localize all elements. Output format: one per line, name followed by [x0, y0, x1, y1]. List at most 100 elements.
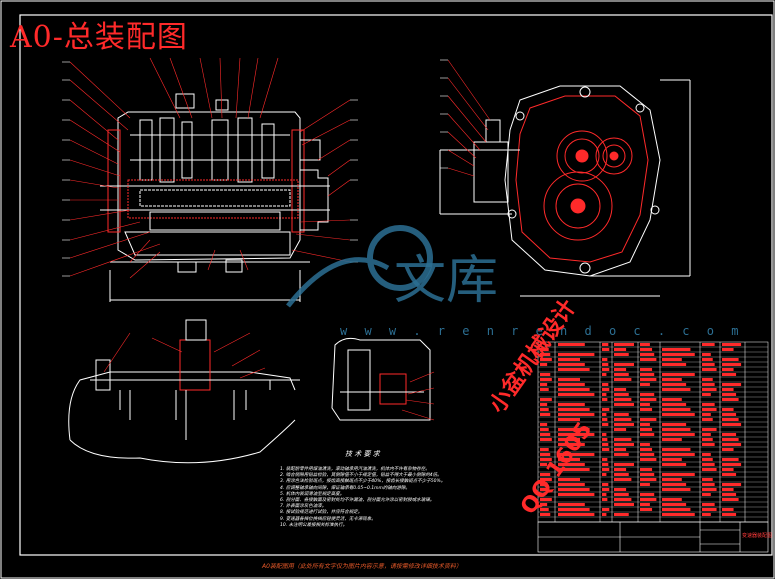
table-cell-entry — [540, 403, 548, 406]
table-cell-entry — [558, 353, 595, 356]
table-cell-entry — [662, 348, 691, 351]
table-cell-entry — [558, 483, 585, 486]
table-cell-entry — [614, 403, 635, 406]
table-cell-entry — [614, 438, 632, 441]
table-cell-entry — [702, 343, 715, 346]
table-cell-entry — [558, 453, 595, 456]
parts-list-rows — [538, 346, 768, 518]
table-cell-entry — [662, 438, 682, 441]
table-cell-entry — [640, 423, 650, 426]
table-cell-entry — [558, 458, 580, 461]
table-cell-entry — [540, 348, 549, 351]
detail-view — [331, 337, 431, 421]
shift-mechanism-view — [68, 319, 300, 464]
table-cell-entry — [602, 413, 607, 416]
table-cell-entry — [540, 473, 551, 476]
table-cell-entry — [722, 473, 737, 476]
table-cell-entry — [540, 453, 551, 456]
table-cell-entry — [662, 403, 687, 406]
table-cell-entry — [662, 503, 687, 506]
table-cell-entry — [640, 343, 650, 346]
title-block — [537, 521, 769, 553]
table-cell-entry — [602, 488, 610, 491]
footer-note: A0装配图用（此处所有文字仅为图片内容示意，请按需修改详细技术资料） — [262, 563, 462, 570]
table-cell-entry — [558, 463, 585, 466]
table-cell-entry — [558, 413, 595, 416]
side-view-leaders — [447, 59, 491, 177]
table-cell-entry — [602, 473, 607, 476]
table-cell-entry — [702, 408, 717, 411]
table-cell-entry — [614, 448, 627, 451]
table-cell-entry — [722, 483, 742, 486]
table-cell-entry — [558, 438, 580, 441]
table-cell-entry — [702, 368, 717, 371]
table-cell-entry — [640, 443, 650, 446]
table-cell-entry — [614, 488, 627, 491]
table-cell-entry — [614, 428, 627, 431]
table-cell-entry — [558, 443, 585, 446]
table-cell-entry — [702, 493, 711, 496]
table-cell-entry — [614, 493, 629, 496]
table-cell-entry — [662, 398, 682, 401]
table-cell-entry — [662, 423, 687, 426]
watermark-brand: 文库 — [394, 251, 499, 311]
table-cell-entry — [722, 508, 734, 511]
table-cell-entry — [602, 468, 610, 471]
table-cell-entry — [702, 413, 711, 416]
table-cell-entry — [702, 433, 711, 436]
table-cell-entry — [662, 408, 691, 411]
drawing-title: A0-总装配图 — [10, 20, 188, 55]
table-cell-entry — [558, 383, 585, 386]
table-cell-entry — [702, 513, 711, 516]
table-cell-entry — [640, 428, 653, 431]
main-view-leader-tails — [62, 61, 358, 277]
table-cell-entry — [614, 343, 635, 346]
table-cell-entry — [722, 513, 737, 516]
table-cell-entry — [702, 418, 713, 421]
table-cell-entry — [558, 408, 590, 411]
technical-requirements-heading: 技 术 要 求 — [345, 450, 380, 458]
table-cell-entry — [602, 363, 609, 366]
table-cell-entry — [722, 368, 734, 371]
table-cell-entry — [540, 413, 551, 416]
table-cell-entry — [640, 433, 655, 436]
table-cell-entry — [662, 483, 687, 486]
table-cell-entry — [614, 363, 635, 366]
table-cell-entry — [702, 488, 717, 491]
table-cell-entry — [558, 388, 590, 391]
table-cell-entry — [722, 468, 734, 471]
table-cell-entry — [702, 393, 711, 396]
table-cell-entry — [602, 358, 608, 361]
table-cell-entry — [540, 408, 549, 411]
side-view-gears — [543, 130, 633, 241]
table-cell-entry — [540, 438, 552, 441]
table-cell-entry — [614, 418, 632, 421]
table-cell-entry — [722, 438, 739, 441]
table-cell-entry — [558, 493, 595, 496]
table-cell-entry — [540, 358, 552, 361]
table-cell-entry — [662, 453, 695, 456]
table-cell-entry — [640, 393, 655, 396]
table-cell-entry — [662, 378, 682, 381]
table-cell-entry — [722, 388, 734, 391]
technical-requirement-item: 3. 用涂色法检验斑点，按齿高接触斑点不少于40%，按齿长接触斑点不少于50%。 — [280, 479, 446, 485]
table-cell-entry — [662, 513, 695, 516]
table-cell-entry — [640, 478, 657, 481]
table-cell-entry — [602, 493, 607, 496]
table-cell-entry — [640, 373, 655, 376]
table-cell-entry — [662, 478, 682, 481]
table-cell-entry — [702, 363, 715, 366]
table-cell-entry — [640, 483, 650, 486]
parts-list-entries — [540, 343, 742, 516]
table-cell-entry — [602, 398, 608, 401]
table-cell-entry — [558, 343, 585, 346]
table-cell-entry — [540, 458, 552, 461]
technical-requirement-item: 1. 装配前零件用煤油清洗，滚动轴承用汽油清洗，机体内不许有杂物存在。 — [280, 467, 430, 472]
table-cell-entry — [614, 373, 629, 376]
table-cell-entry — [602, 343, 609, 346]
table-cell-entry — [722, 493, 737, 496]
table-cell-entry — [558, 418, 580, 421]
table-cell-entry — [722, 423, 742, 426]
table-cell-entry — [662, 358, 682, 361]
table-cell-entry — [558, 428, 590, 431]
